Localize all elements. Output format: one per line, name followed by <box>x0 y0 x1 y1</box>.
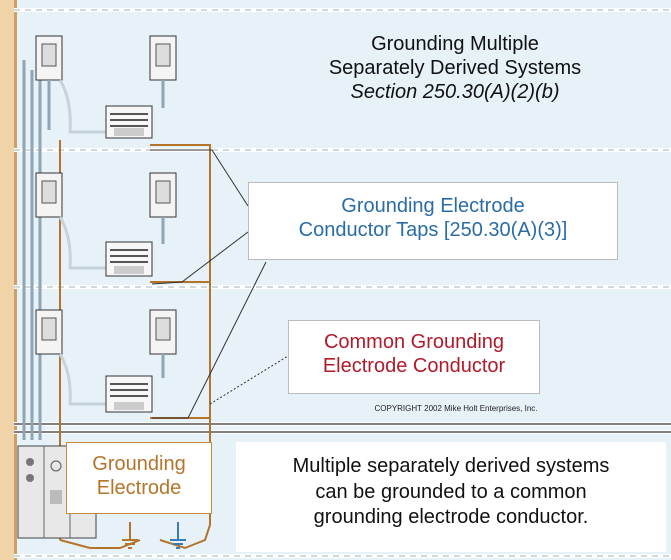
note-box <box>236 442 666 552</box>
common-callout-label: Common Grounding Electrode Conductor <box>288 330 540 378</box>
title-line-1: Grounding Multiple <box>371 33 539 55</box>
title-section-reference: Section 250.30(A)(2)(b) <box>350 81 560 103</box>
electrode-line-1: Grounding <box>92 453 186 475</box>
floor-3-equipment <box>35 309 177 413</box>
note-line-1: Multiple separately derived systems <box>292 455 610 477</box>
note-text: Multiple separately derived systems can … <box>236 454 666 531</box>
building-wall <box>0 0 14 560</box>
common-line-1: Common Grounding <box>323 331 505 353</box>
diagram-title: Grounding Multiple Separately Derived Sy… <box>270 32 640 104</box>
note-line-3: grounding electrode conductor. <box>313 506 589 529</box>
copyright-notice: COPYRIGHT 2002 Mike Holt Enterprises, In… <box>374 404 538 413</box>
taps-callout-box <box>248 182 618 260</box>
electrode-callout-box <box>66 442 212 514</box>
ground-symbol-icon <box>122 522 186 549</box>
taps-callout-label: Grounding Electrode Conductor Taps [250.… <box>248 194 618 242</box>
floor-2-equipment <box>35 172 177 277</box>
taps-line-2: Conductor Taps [250.30(A)(3)] <box>298 219 568 241</box>
common-callout-box <box>288 320 540 394</box>
electrode-line-2: Electrode <box>96 477 182 499</box>
common-line-2: Electrode Conductor <box>322 355 506 377</box>
floor-1-equipment <box>35 35 177 139</box>
note-line-2: can be grounded to a common <box>315 480 587 503</box>
taps-leaders <box>150 149 289 419</box>
electrode-callout-label: Grounding Electrode <box>66 452 212 500</box>
raceways <box>22 60 42 440</box>
taps-line-1: Grounding Electrode <box>341 195 525 217</box>
title-line-2: Separately Derived Systems <box>328 57 582 79</box>
